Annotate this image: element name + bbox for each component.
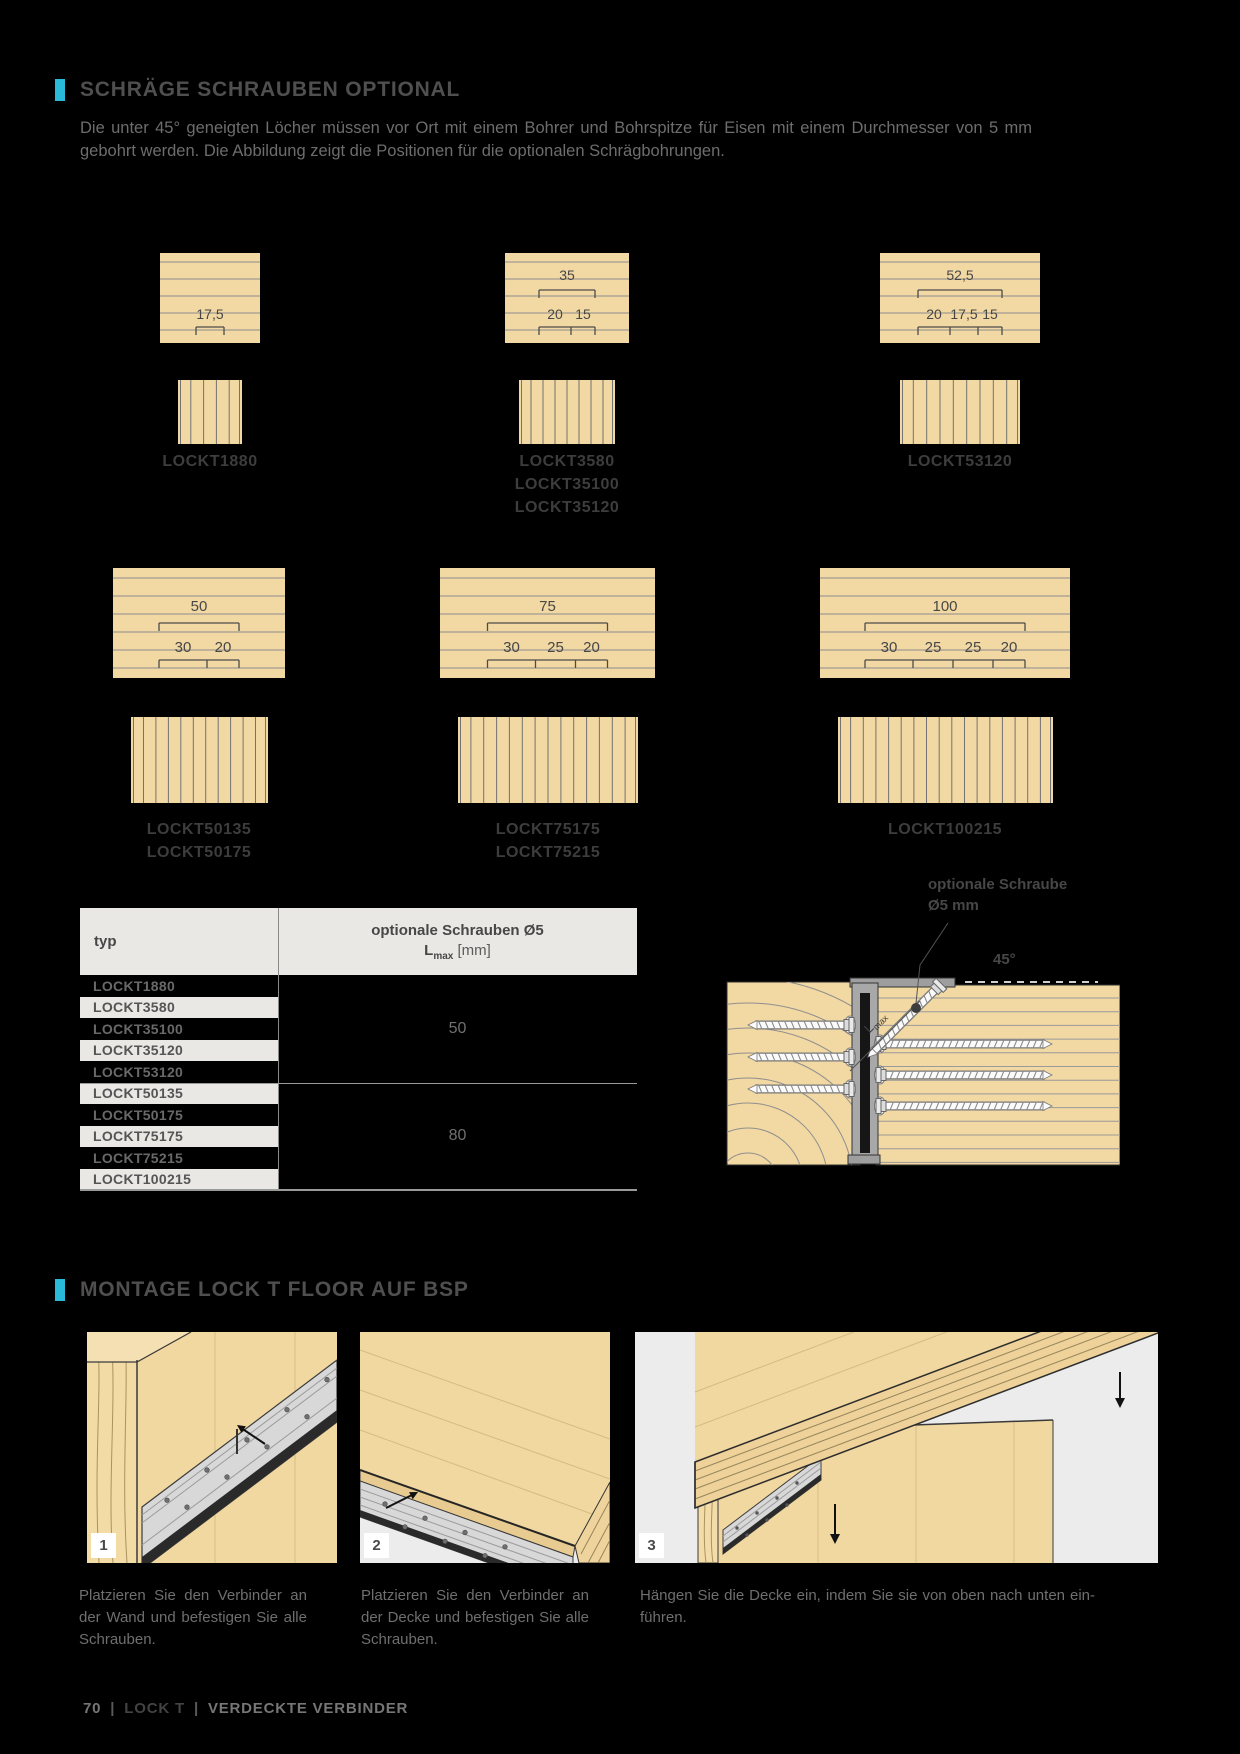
lmax-value-group2: 80 <box>448 1127 467 1145</box>
section-header-schraege-schrauben: SCHRÄGE SCHRAUBEN OPTIONAL <box>55 78 460 102</box>
svg-text:20: 20 <box>215 639 232 656</box>
table-header-col2-line1: optionale Schrauben Ø5 <box>371 921 544 939</box>
table-header-typ: typ <box>94 933 117 950</box>
svg-text:52,5: 52,5 <box>946 267 973 283</box>
step3-caption: Hängen Sie die Decke ein, indem Sie sie … <box>640 1587 1095 1626</box>
svg-text:15: 15 <box>982 306 998 322</box>
section-title: MONTAGE LOCK T FLOOR AUF BSP <box>80 1278 469 1301</box>
footer-separator: | <box>110 1700 116 1717</box>
step1-caption: Platzieren Sie den Verbinder an der Wand… <box>79 1587 307 1648</box>
montage-step1-figure: 1 <box>87 1331 338 1571</box>
footer-product: LOCK T <box>124 1700 185 1717</box>
table-header-schrauben: optionale Schrauben Ø5 Lmax [mm] <box>278 908 637 975</box>
section-bullet-icon <box>55 79 65 101</box>
table-row: LOCKT75175 <box>80 1125 278 1147</box>
montage-step3-figure: 3 <box>635 1132 1159 1564</box>
angle-label: 45° <box>993 951 1016 968</box>
screw-callout-line2: Ø5 mm <box>928 897 979 914</box>
table-row: LOCKT50175 <box>80 1104 278 1126</box>
svg-text:20: 20 <box>583 639 600 656</box>
table-row: LOCKT100215 <box>80 1168 278 1190</box>
table-row: LOCKT35100 <box>80 1018 278 1040</box>
page-number: 70 <box>83 1700 102 1717</box>
montage-step2-figure: 2 <box>359 1332 611 1594</box>
drill-position-diagrams: 17,5 35 20 15 52,5 20 17,5 15 50 30 20 75 30 25 20 100 3… <box>113 253 1070 803</box>
table-header-col2-line2: Lmax [mm] <box>424 941 491 962</box>
table-bottom-border <box>80 1189 637 1191</box>
table-row: LOCKT75215 <box>80 1147 278 1169</box>
svg-text:20: 20 <box>926 306 942 322</box>
section-title: SCHRÄGE SCHRAUBEN OPTIONAL <box>80 78 461 101</box>
section-header-montage: MONTAGE LOCK T FLOOR AUF BSP <box>55 1278 469 1302</box>
step2-caption: Platzieren Sie den Verbinder an der Deck… <box>361 1587 589 1648</box>
footer-separator: | <box>193 1700 199 1717</box>
table-row: LOCKT53120 <box>80 1061 278 1083</box>
table-header: typ optionale Schrauben Ø5 Lmax [mm] <box>80 908 637 975</box>
ceiling-connector-illustration <box>359 1332 611 1594</box>
svg-text:17,5: 17,5 <box>950 306 977 322</box>
section-bullet-icon <box>55 1279 65 1301</box>
step-number-badge: 1 <box>91 1533 116 1558</box>
table-row: LOCKT3580 <box>80 996 278 1018</box>
svg-text:20: 20 <box>1001 639 1018 656</box>
table-row: LOCKT35120 <box>80 1039 278 1061</box>
deck-insertion-illustration <box>635 1132 1159 1564</box>
product-label: LOCKT100215 <box>888 821 1002 838</box>
svg-text:15: 15 <box>575 306 591 322</box>
svg-text:20: 20 <box>547 306 563 322</box>
screw-callout-line1: optionale Schraube <box>928 876 1068 893</box>
svg-text:25: 25 <box>547 639 564 656</box>
svg-text:17,5: 17,5 <box>196 306 223 322</box>
wall-connector-illustration <box>87 1331 338 1571</box>
svg-text:25: 25 <box>965 639 982 656</box>
intro-paragraph: Die unter 45° geneigten Löcher müssen vo… <box>80 119 1032 161</box>
svg-text:100: 100 <box>932 598 957 615</box>
product-label: LOCKT1880 <box>162 453 258 470</box>
screw-callout: optionale Schraube Ø5 mm <box>928 874 1067 916</box>
table-row: LOCKT50135 <box>80 1082 278 1104</box>
table-column-divider <box>278 908 279 1190</box>
svg-text:25: 25 <box>925 639 942 656</box>
svg-text:30: 30 <box>175 639 192 656</box>
table-row: LOCKT1880 <box>80 975 278 997</box>
step-number-badge: 3 <box>639 1533 664 1558</box>
lmax-value-group1: 50 <box>448 1019 467 1037</box>
svg-text:50: 50 <box>191 598 208 615</box>
svg-text:75: 75 <box>539 598 556 615</box>
step-number-badge: 2 <box>364 1533 389 1558</box>
product-label: LOCKT53120 <box>907 453 1013 470</box>
svg-text:35: 35 <box>559 267 575 283</box>
page-footer: 70 | LOCK T | VERDECKTE VERBINDER <box>83 1700 408 1717</box>
svg-text:30: 30 <box>881 639 898 656</box>
type-table: typ optionale Schrauben Ø5 Lmax [mm] LOC… <box>80 908 637 1192</box>
footer-section: VERDECKTE VERBINDER <box>207 1700 409 1717</box>
table-group-separator <box>80 1082 637 1084</box>
screw-detail-illustration: Lmax <box>726 922 1120 1166</box>
svg-text:30: 30 <box>503 639 520 656</box>
